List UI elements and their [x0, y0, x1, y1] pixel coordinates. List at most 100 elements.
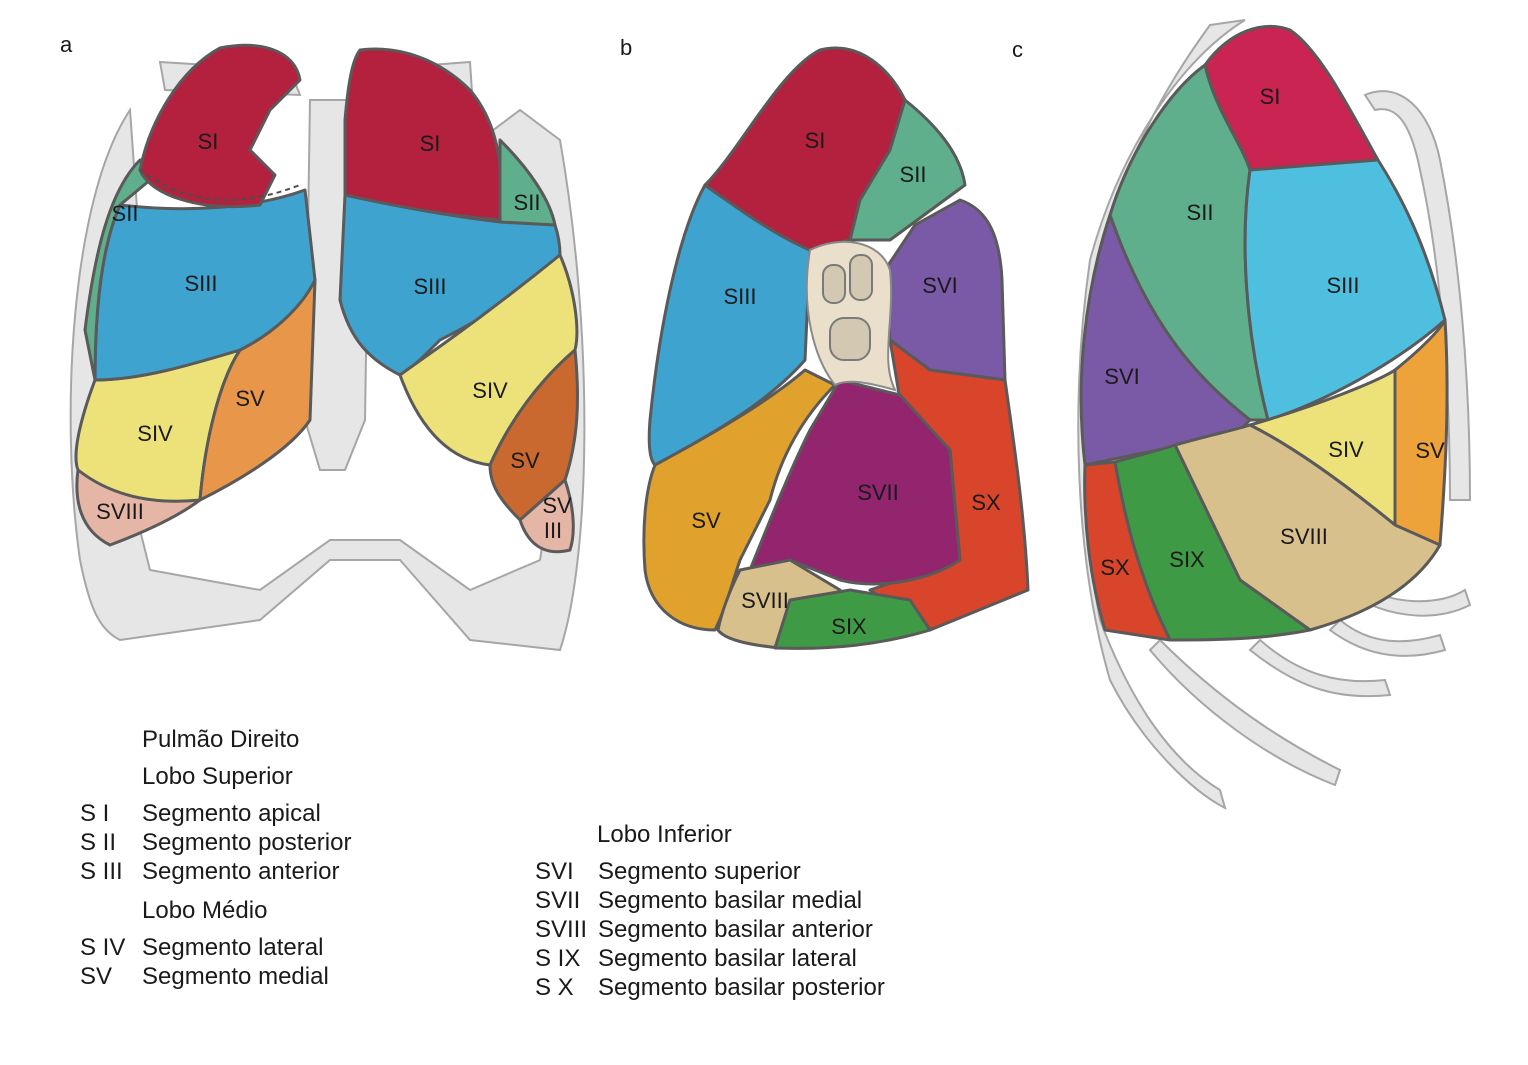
- label-a-SII-right: SII: [112, 201, 139, 226]
- legend-middle-heading: Lobo Médio: [142, 897, 268, 924]
- segment-SII-front: [83, 158, 152, 382]
- label-c-SIV: SIV: [1328, 437, 1364, 462]
- legend-item: S I Segmento apical: [80, 799, 351, 828]
- label-c-SX: SX: [1100, 555, 1130, 580]
- rib: [1148, 638, 1342, 787]
- segment-SII-medial: [848, 98, 967, 242]
- legend-item-name: Segmento basilar anterior: [598, 916, 873, 943]
- legend-item-abbr: S IX: [535, 945, 581, 972]
- segment-SI-front: [138, 43, 302, 209]
- label-a-SI-left: SI: [420, 131, 441, 156]
- legend-item-abbr: S X: [535, 974, 574, 1001]
- segment-SV-medial: [642, 368, 837, 632]
- label-b-SI: SI: [805, 128, 826, 153]
- label-c-SIX: SIX: [1169, 547, 1205, 572]
- label-a-SV-left: SV: [510, 448, 540, 473]
- label-a-SV-split-bottom: III: [544, 518, 562, 543]
- hilum-vessel: [849, 254, 873, 301]
- legend-item-abbr: S IV: [80, 934, 126, 961]
- legend-item-abbr: S II: [80, 829, 117, 856]
- legend-item-abbr: SV: [80, 963, 113, 990]
- label-a-SIV-left: SIV: [472, 378, 508, 403]
- label-a-SII-left: SII: [514, 190, 541, 215]
- legend-item: S X Segmento basilar posterior: [535, 973, 885, 1002]
- legend-item-name: Segmento superior: [598, 858, 801, 885]
- rib: [1328, 618, 1447, 657]
- legend-upper-list: S I Segmento apical S II Segmento posterior…: [80, 799, 351, 886]
- hilum-vessel: [829, 317, 871, 361]
- label-c-SIII: SIII: [1326, 273, 1359, 298]
- label-a-SIII-left: SIII: [413, 274, 446, 299]
- legend-item-name: Segmento apical: [142, 800, 321, 827]
- legend-item: S III Segmento anterior: [80, 857, 351, 886]
- segment-SIII-lateral: [1243, 158, 1447, 422]
- legend-item-name: Segmento basilar lateral: [598, 945, 857, 972]
- panel-letter-b: b: [620, 35, 632, 60]
- legend-item-abbr: SVII: [535, 887, 581, 914]
- legend-item: SVI Segmento superior: [535, 857, 885, 886]
- legend-item: SVIII Segmento basilar anterior: [535, 915, 885, 944]
- label-a-SVIII-right: SVIII: [96, 499, 144, 524]
- segment-SX-lateral: [1083, 460, 1172, 642]
- segment-SIX-medial: [773, 588, 932, 650]
- label-b-SIX: SIX: [831, 614, 867, 639]
- segment-SV-lateral: [1393, 318, 1449, 547]
- label-a-SV-right: SV: [235, 386, 265, 411]
- panel-b-medial-view: b SI SII SIII SVI SV SVII SX SVIII SIX: [620, 35, 1030, 650]
- segment-SVIII-lateral: [1173, 423, 1442, 632]
- legend-item-name: Segmento medial: [142, 963, 329, 990]
- label-b-SVIII: SVIII: [741, 588, 789, 613]
- label-b-SV: SV: [691, 508, 721, 533]
- legend-item-name: Segmento basilar medial: [598, 887, 863, 914]
- label-c-SVI: SVI: [1104, 364, 1139, 389]
- label-b-SX: SX: [971, 490, 1001, 515]
- label-c-SI: SI: [1260, 84, 1281, 109]
- right-lung-front: [74, 43, 317, 547]
- segment-SV-front-left: [488, 348, 580, 522]
- panel-a-anterior-view: a SI SI SII SII SIII SIII: [60, 32, 586, 652]
- legend-item-name: Segmento basilar posterior: [598, 974, 885, 1001]
- legend-item-abbr: S I: [80, 800, 110, 827]
- legend-upper-heading: Lobo Superior: [142, 763, 293, 790]
- panel-letter-c: c: [1012, 37, 1023, 62]
- rib-back: [1363, 90, 1472, 501]
- label-b-SIII: SIII: [723, 284, 756, 309]
- segment-SI-medial: [703, 46, 907, 252]
- legend-item: S IX Segmento basilar lateral: [535, 944, 885, 973]
- label-a-SIV-right: SIV: [137, 421, 173, 446]
- legend-item: SV Segmento medial: [80, 962, 351, 991]
- rib: [1248, 638, 1392, 698]
- label-c-SV: SV: [1415, 438, 1445, 463]
- legend-item-abbr: SVIII: [535, 916, 588, 943]
- rib-cage-a: [69, 107, 586, 652]
- segment-SVIII-front-left: [518, 478, 575, 554]
- label-b-SVI: SVI: [922, 273, 957, 298]
- legend-item: SVII Segmento basilar medial: [535, 886, 885, 915]
- label-b-SVII: SVII: [857, 480, 899, 505]
- legend-item: S II Segmento posterior: [80, 828, 351, 857]
- panel-letter-a: a: [60, 32, 73, 57]
- legend-item-name: Segmento posterior: [142, 829, 352, 856]
- label-a-SIII-right: SIII: [184, 271, 217, 296]
- legend-item-abbr: S III: [80, 858, 123, 885]
- legend-item-name: Segmento lateral: [142, 934, 324, 961]
- left-lung-front: [338, 47, 580, 554]
- label-c-SVIII: SVIII: [1280, 524, 1328, 549]
- label-c-SII: SII: [1187, 200, 1214, 225]
- legend-item-name: Segmento anterior: [142, 858, 340, 885]
- legend-item-abbr: SVI: [535, 858, 574, 885]
- hilum-vessel: [822, 264, 846, 304]
- rib: [1358, 588, 1472, 617]
- label-b-SII: SII: [900, 162, 927, 187]
- label-a-SI-right: SI: [198, 129, 219, 154]
- panel-c-lateral-view: c SI SII SIII SVI SIV SV SVIII SIX SX: [1012, 19, 1472, 810]
- label-a-SV-split-top: SV: [542, 493, 572, 518]
- segment-SVII-medial: [748, 378, 962, 586]
- boundary-line: [139, 169, 301, 201]
- legend-item: S IV Segmento lateral: [80, 933, 351, 962]
